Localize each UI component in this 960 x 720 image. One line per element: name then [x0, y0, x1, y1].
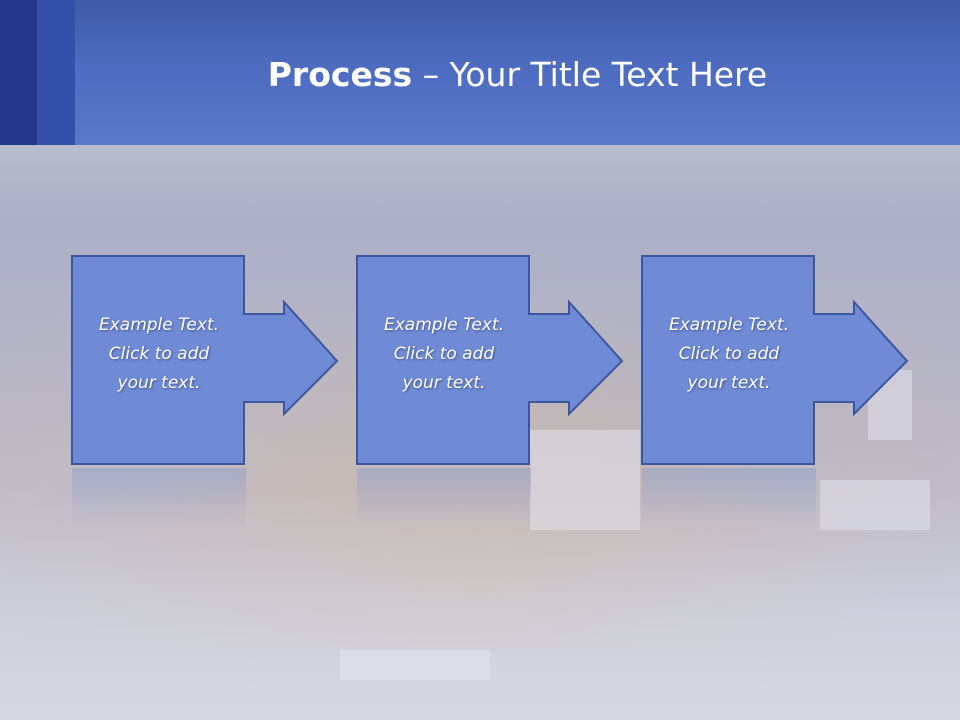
step-reflection	[72, 468, 246, 528]
step-reflection	[357, 468, 531, 528]
title-bold: Process	[267, 55, 413, 94]
header-strip-mid	[37, 0, 75, 145]
step-line: your text.	[117, 373, 201, 393]
mountain-ridge	[0, 145, 960, 255]
header-strip-dark	[0, 0, 37, 145]
title-rest: – Your Title Text Here	[412, 55, 768, 94]
header-band: Process – Your Title Text Here	[0, 0, 960, 145]
building	[820, 480, 930, 530]
step-text[interactable]: Example Text. Click to add your text.	[357, 311, 531, 398]
right-arrow-icon	[356, 255, 624, 465]
process-step-3[interactable]: Example Text. Click to add your text.	[641, 255, 942, 468]
right-arrow-icon	[641, 255, 909, 465]
right-arrow-icon	[71, 255, 339, 465]
step-text[interactable]: Example Text. Click to add your text.	[72, 311, 246, 398]
slide-title[interactable]: Process – Your Title Text Here	[75, 52, 960, 98]
process-step-1[interactable]: Example Text. Click to add your text.	[71, 255, 372, 468]
step-line: Click to add	[108, 344, 210, 364]
step-line: Example Text.	[383, 315, 505, 335]
process-step-2[interactable]: Example Text. Click to add your text.	[356, 255, 657, 468]
building	[340, 650, 490, 680]
step-reflection	[642, 468, 816, 528]
building	[530, 430, 640, 530]
step-line: Example Text.	[668, 315, 790, 335]
step-line: your text.	[687, 373, 771, 393]
step-line: your text.	[402, 373, 486, 393]
step-line: Click to add	[678, 344, 780, 364]
step-text[interactable]: Example Text. Click to add your text.	[642, 311, 816, 398]
step-line: Click to add	[393, 344, 495, 364]
step-line: Example Text.	[98, 315, 220, 335]
